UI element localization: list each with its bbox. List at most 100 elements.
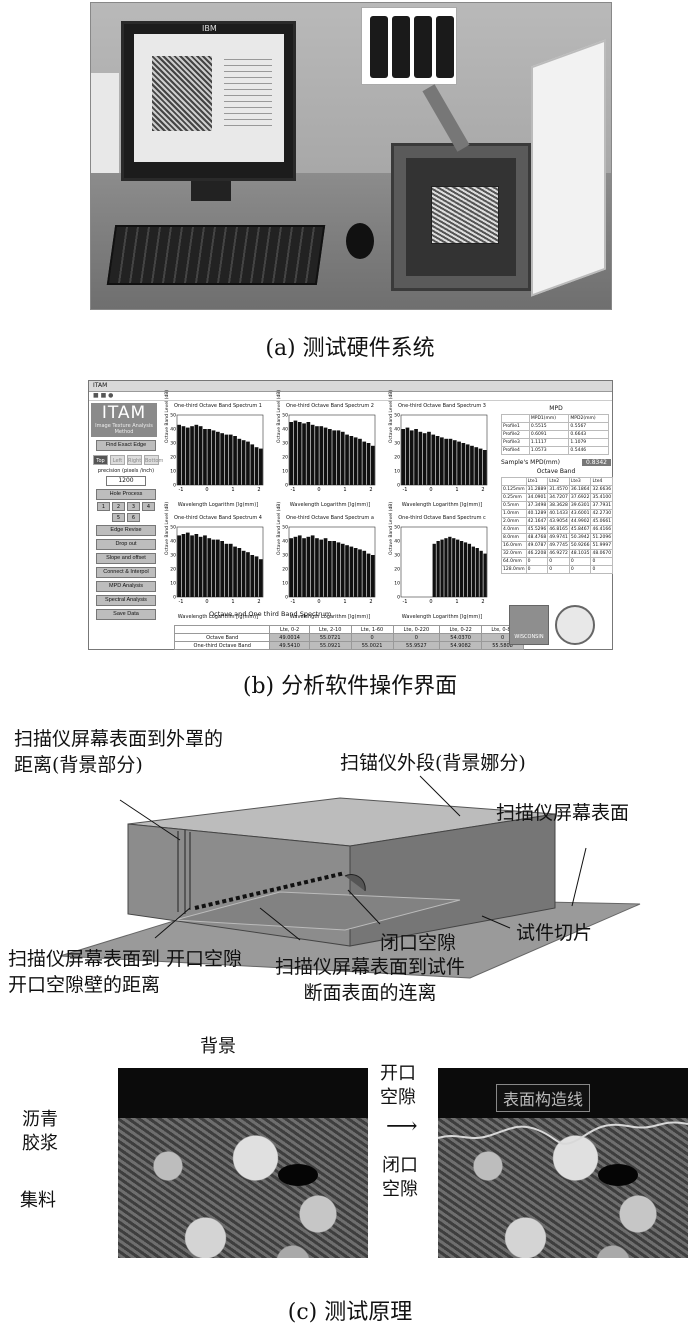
table-cell: 0.25mm: [501, 493, 527, 502]
spectrum-bar: [297, 535, 302, 597]
tab-bottom[interactable]: Bottom: [144, 455, 163, 465]
profile-4-button[interactable]: 4: [142, 502, 155, 511]
spectrum-bar: [289, 538, 293, 597]
x-axis-label: Wavelength Logarithm [lg(mm)]: [401, 502, 483, 508]
y-tick-label: 50: [282, 525, 288, 531]
table-cell: 50.3942: [568, 533, 592, 542]
spectrum-bar: [340, 431, 345, 485]
spectrum-bar: [340, 543, 345, 597]
spectrum-bar: [332, 541, 336, 597]
table-cell: 0: [350, 633, 394, 642]
spectrum-bar: [315, 538, 319, 597]
plot-frame: [176, 526, 264, 598]
logos: WISCONSIN: [509, 605, 595, 645]
tab-left[interactable]: Left: [110, 455, 125, 465]
table-header: MPD2(mm): [568, 414, 609, 423]
label-closed-void: 闭口空隙: [380, 932, 457, 954]
leader-line: [259, 907, 301, 941]
hole-process-button[interactable]: Hole Process: [96, 489, 156, 500]
profile-1-button[interactable]: 1: [97, 502, 110, 511]
x-tick-label: -1: [403, 599, 408, 605]
profile-5-button[interactable]: 5: [112, 513, 125, 522]
table-cell: 51.2096: [590, 533, 614, 542]
scanner-bed: [406, 158, 516, 276]
precision-input[interactable]: 1200: [106, 476, 146, 486]
edge-revise-button[interactable]: Edge Revise: [96, 525, 156, 536]
find-edge-button[interactable]: Find Exact Edge: [96, 440, 156, 451]
table-cell: 49.7745: [547, 541, 570, 550]
x-tick-label: -1: [179, 599, 184, 605]
table-cell: Profile1: [501, 422, 530, 431]
x-tick-label: 2: [257, 599, 260, 605]
x-tick-label: 0: [205, 599, 208, 605]
y-tick-label: 0: [173, 483, 176, 489]
control-panel: ITAM Image Texture Analysis Method Find …: [91, 403, 163, 648]
table-cell: 0: [590, 557, 614, 566]
scanner-box-diagram: [59, 775, 641, 979]
slope-offset-button[interactable]: Slope and offset: [96, 553, 156, 564]
closed-void-mark: [344, 874, 366, 892]
ct-images: 表面构造线 背景 开口 空隙 沥青 胶浆 集料 闭口 空隙 ⟶: [0, 1036, 700, 1272]
spectrum-bar: [224, 434, 229, 485]
table-cell: 0.5567: [568, 422, 609, 431]
spectrum-bar: [436, 541, 440, 597]
connect-interpol-button[interactable]: Connect & Interpol: [96, 567, 156, 578]
spectrum-bar: [185, 427, 190, 485]
spectrum-bar: [336, 430, 341, 485]
printer: [91, 73, 119, 173]
table-cell: 49.5410: [269, 641, 310, 650]
table-header: Lte3: [568, 477, 592, 486]
drop-out-button[interactable]: Drop out: [96, 539, 156, 550]
y-tick-label: 30: [394, 553, 400, 559]
spectrum-bar: [306, 422, 311, 485]
spectrum-bar: [323, 427, 328, 485]
table-cell: 8.0mm: [501, 533, 527, 542]
specimen-on-scanner: [431, 186, 499, 244]
table-cell: 1.1117: [528, 438, 570, 447]
table-cell: 43.6001: [568, 509, 592, 518]
y-tick-label: 40: [282, 539, 288, 545]
table-cell: 46.2208: [525, 549, 549, 558]
mpd-analysis-button[interactable]: MPD Analysis: [96, 581, 156, 592]
specimen-slice: [174, 891, 461, 931]
wisconsin-logo: WISCONSIN: [509, 605, 549, 645]
table-cell: One-third Octave Band: [173, 641, 271, 650]
spectrum-bar: [366, 553, 371, 597]
spectrum-bar: [358, 549, 362, 597]
tab-right[interactable]: Right: [127, 455, 142, 465]
y-tick-label: 30: [282, 553, 288, 559]
y-tick-label: 20: [394, 567, 400, 573]
table-cell: 4.0mm: [501, 525, 527, 534]
y-tick-label: 30: [170, 441, 176, 447]
spectrum-bar: [440, 437, 444, 485]
spectrum-title: One-third Octave Band Spectrum 4: [174, 515, 262, 521]
profile-2-button[interactable]: 2: [112, 502, 125, 511]
table-cell: 1.0573: [528, 446, 570, 455]
profile-3-button[interactable]: 3: [127, 502, 140, 511]
monitor-screen: [134, 34, 284, 162]
table-cell: 0: [590, 565, 614, 574]
save-data-button[interactable]: Save Data: [96, 609, 156, 620]
profile-6-button[interactable]: 6: [127, 513, 140, 522]
table-cell: 0.5446: [568, 446, 609, 455]
plot-frame: [176, 414, 264, 486]
spectral-analysis-button[interactable]: Spectral Analysis: [96, 595, 156, 606]
sample-mpd-value: 0.8342: [582, 459, 611, 466]
tab-top[interactable]: Top: [93, 455, 108, 465]
table-cell: 0.5515: [528, 422, 570, 431]
x-tick-label: 0: [317, 599, 320, 605]
specimen-slice: [370, 16, 388, 78]
spectrum-bar: [177, 424, 181, 485]
x-tick-label: -1: [291, 487, 296, 493]
